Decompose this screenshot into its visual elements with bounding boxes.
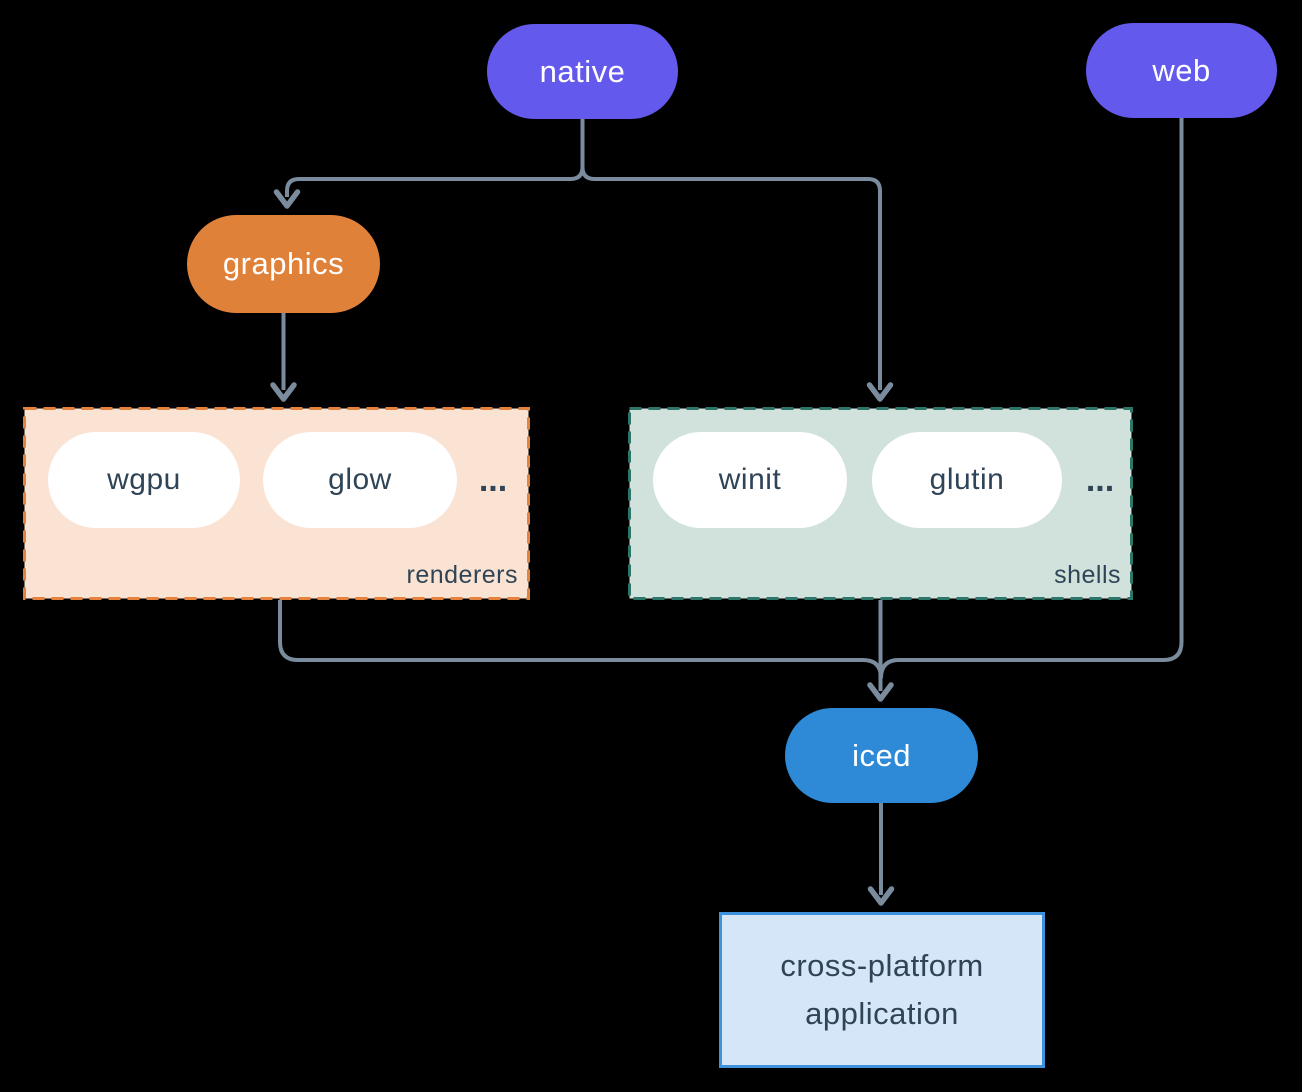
- wgpu-node: wgpu: [48, 432, 240, 528]
- iced-node: iced: [785, 708, 978, 803]
- app-box: [719, 912, 1045, 1068]
- shells-group: winit glutin ... shells: [628, 407, 1133, 600]
- edge-native-to-graphics: [285, 118, 585, 197]
- winit-node: winit: [653, 432, 847, 528]
- edge-web-to-merge: [879, 117, 1184, 679]
- edge-renderers-to-merge: [278, 600, 883, 679]
- renderers-group: wgpu glow ... renderers: [23, 407, 530, 600]
- arrowhead-app: [867, 886, 895, 906]
- arrowhead-renderers: [270, 382, 297, 402]
- arrowhead-iced: [867, 682, 894, 702]
- arrowhead-shells: [866, 382, 894, 402]
- app-label-line2: application: [805, 996, 959, 1031]
- native-node: native: [487, 24, 678, 119]
- shells-label: shells: [1054, 561, 1121, 589]
- arrowhead-graphics: [273, 189, 301, 209]
- web-node: web: [1086, 23, 1277, 118]
- renderers-ellipsis: ...: [478, 460, 508, 499]
- glow-node: glow: [263, 432, 457, 528]
- app-node: cross-platform application: [719, 912, 1045, 1068]
- edge-native-to-shells: [580, 118, 882, 390]
- glutin-node: glutin: [872, 432, 1062, 528]
- renderers-label: renderers: [406, 561, 518, 589]
- app-label-line1: cross-platform: [780, 947, 984, 983]
- shells-ellipsis: ...: [1085, 460, 1115, 499]
- graphics-node: graphics: [187, 215, 380, 313]
